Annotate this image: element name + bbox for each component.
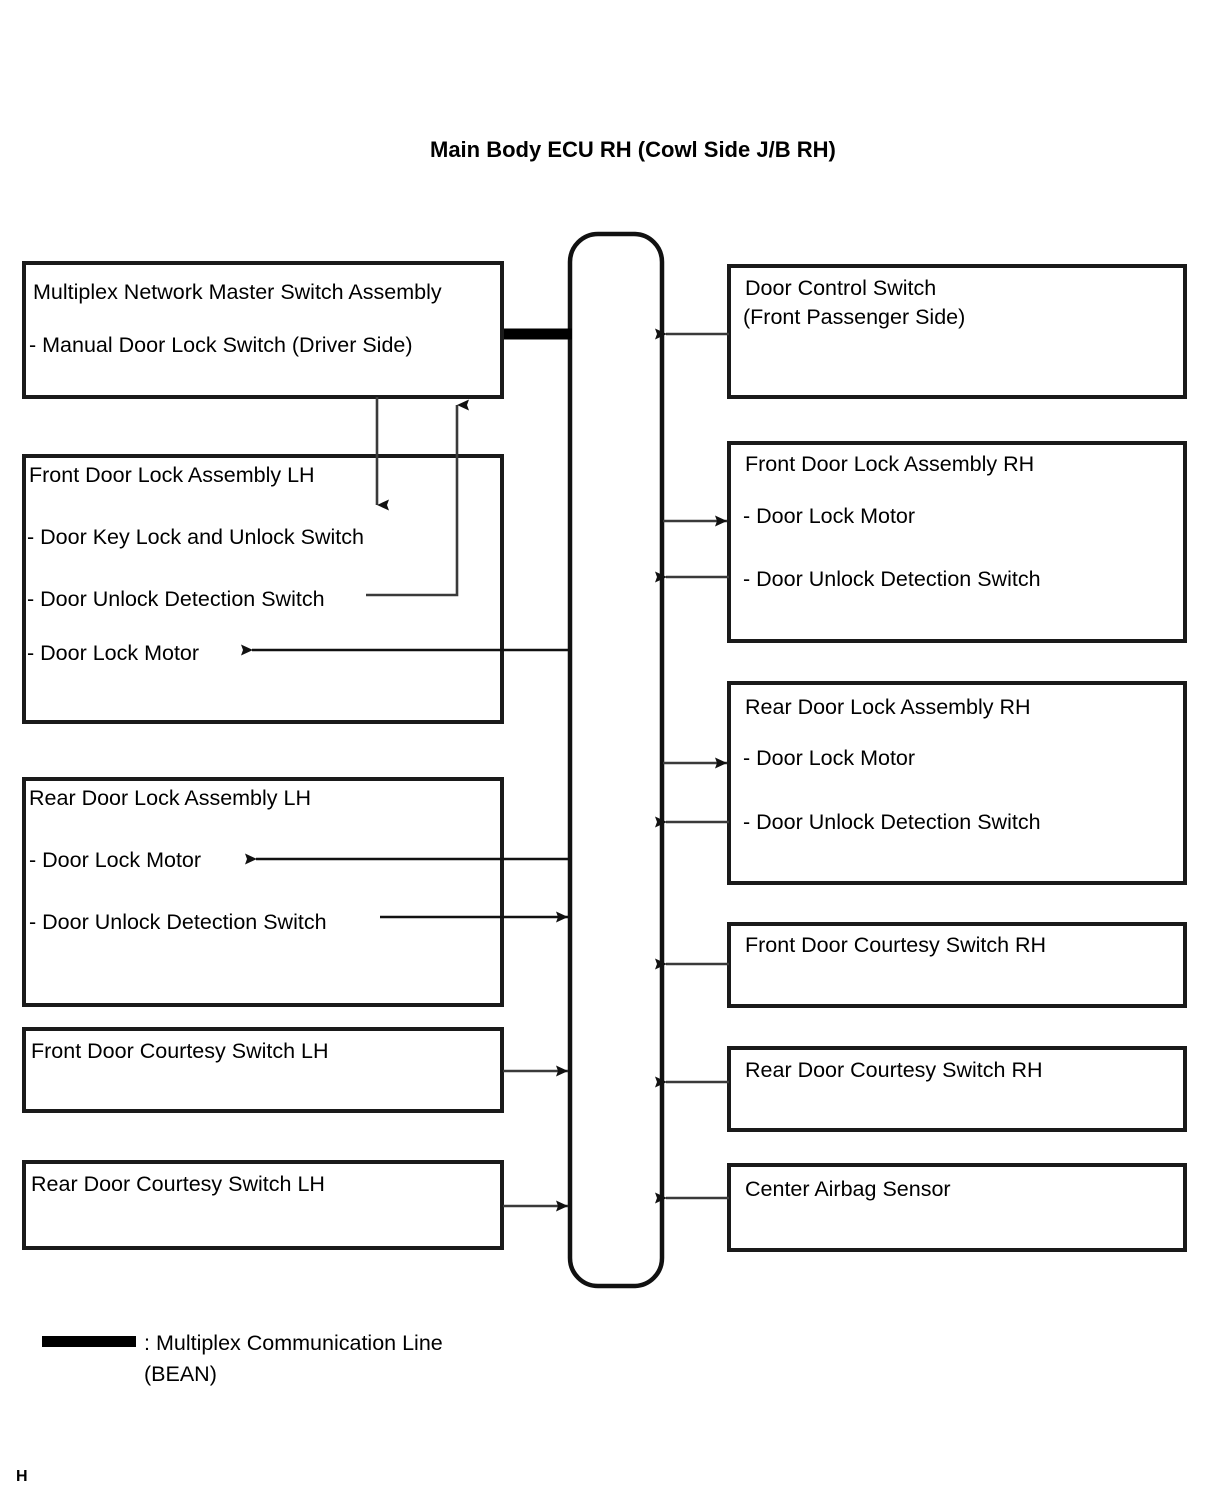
front-door-lock-assembly-lh-item-1: - Door Unlock Detection Switch — [27, 587, 325, 611]
legend-line-label: : Multiplex Communication Line — [144, 1331, 443, 1355]
front-door-courtesy-switch-lh-title: Front Door Courtesy Switch LH — [31, 1039, 329, 1063]
front-door-lock-assembly-lh-title: Front Door Lock Assembly LH — [29, 463, 315, 487]
multiplex-network-master-switch-assembly-item-0: - Manual Door Lock Switch (Driver Side) — [29, 333, 413, 357]
box-front-door-lock-assembly-rh[interactable] — [727, 441, 1187, 643]
front-door-courtesy-switch-rh-title: Front Door Courtesy Switch RH — [745, 933, 1046, 957]
rear-door-courtesy-switch-lh-title: Rear Door Courtesy Switch LH — [31, 1172, 325, 1196]
rear-door-lock-assembly-rh-title: Rear Door Lock Assembly RH — [745, 695, 1031, 719]
box-door-control-switch[interactable] — [727, 264, 1187, 399]
box-front-door-courtesy-switch-rh[interactable] — [727, 922, 1187, 1008]
box-center-airbag-sensor[interactable] — [727, 1163, 1187, 1252]
box-rear-door-courtesy-switch-lh[interactable] — [22, 1160, 504, 1250]
box-rear-door-lock-assembly-rh[interactable] — [727, 681, 1187, 885]
multiplex-network-master-switch-assembly-title: Multiplex Network Master Switch Assembly — [33, 280, 442, 304]
rear-door-lock-assembly-lh-item-0: - Door Lock Motor — [29, 848, 201, 872]
rear-door-lock-assembly-lh-title: Rear Door Lock Assembly LH — [29, 786, 311, 810]
box-rear-door-lock-assembly-lh[interactable] — [22, 777, 504, 1007]
front-door-lock-assembly-rh-item-1: - Door Unlock Detection Switch — [743, 567, 1041, 591]
legend-line-label-second: (BEAN) — [144, 1362, 217, 1386]
footer-mark: H — [16, 1468, 28, 1485]
front-door-lock-assembly-rh-item-0: - Door Lock Motor — [743, 504, 915, 528]
rear-door-courtesy-switch-rh-title: Rear Door Courtesy Switch RH — [745, 1058, 1043, 1082]
box-multiplex-network-master-switch-assembly[interactable] — [22, 261, 504, 399]
center-airbag-sensor-title: Center Airbag Sensor — [745, 1177, 951, 1201]
front-door-lock-assembly-rh-title: Front Door Lock Assembly RH — [745, 452, 1034, 476]
connector-front-lh-unlock-detection-to-multiplex — [366, 399, 469, 597]
rear-door-lock-assembly-rh-item-0: - Door Lock Motor — [743, 746, 915, 770]
box-front-door-lock-assembly-lh[interactable] — [22, 454, 504, 724]
rear-door-lock-assembly-rh-item-1: - Door Unlock Detection Switch — [743, 810, 1041, 834]
main-body-ecu-bar[interactable] — [567, 231, 665, 1289]
legend-line-swatch — [42, 1336, 136, 1347]
door-control-switch-title: Door Control Switch — [745, 276, 936, 300]
box-front-door-courtesy-switch-lh[interactable] — [22, 1027, 504, 1113]
rear-door-lock-assembly-lh-item-1: - Door Unlock Detection Switch — [29, 910, 327, 934]
door-control-switch-subtitle: (Front Passenger Side) — [743, 305, 965, 329]
box-rear-door-courtesy-switch-rh[interactable] — [727, 1046, 1187, 1132]
page-title: Main Body ECU RH (Cowl Side J/B RH) — [430, 137, 836, 162]
front-door-lock-assembly-lh-item-2: - Door Lock Motor — [27, 641, 199, 665]
front-door-lock-assembly-lh-item-0: - Door Key Lock and Unlock Switch — [27, 525, 364, 549]
